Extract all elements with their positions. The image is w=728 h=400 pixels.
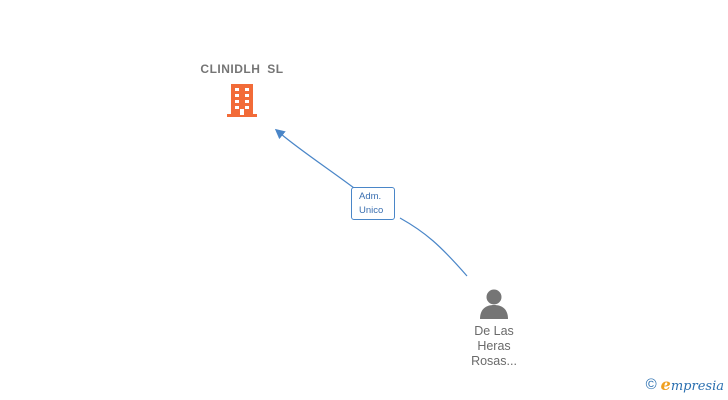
edge-label-role: Adm. Unico <box>351 187 395 220</box>
company-node[interactable]: CLINIDLH SL <box>182 62 302 118</box>
brand-logo: empresia <box>661 375 724 394</box>
person-name-line3: Rosas... <box>471 354 517 368</box>
brand-logo-rest: mpresia <box>670 379 724 394</box>
person-icon <box>480 289 508 319</box>
copyright-icon: © <box>645 376 657 393</box>
person-name-line1: De Las <box>474 324 514 338</box>
company-name[interactable]: CLINIDLH SL <box>200 62 284 76</box>
person-name-line2: Heras <box>477 339 511 353</box>
person-node[interactable]: De Las Heras Rosas... <box>444 288 544 369</box>
building-icon <box>227 84 257 117</box>
empresia-watermark: © empresia <box>646 375 724 394</box>
person-name[interactable]: De Las Heras Rosas... <box>444 324 544 369</box>
edge-label-line1: Adm. <box>359 191 382 202</box>
edge-label-line2: Unico <box>359 205 384 216</box>
brand-logo-initial: e <box>660 375 671 394</box>
edge-adm-unico <box>281 134 468 277</box>
